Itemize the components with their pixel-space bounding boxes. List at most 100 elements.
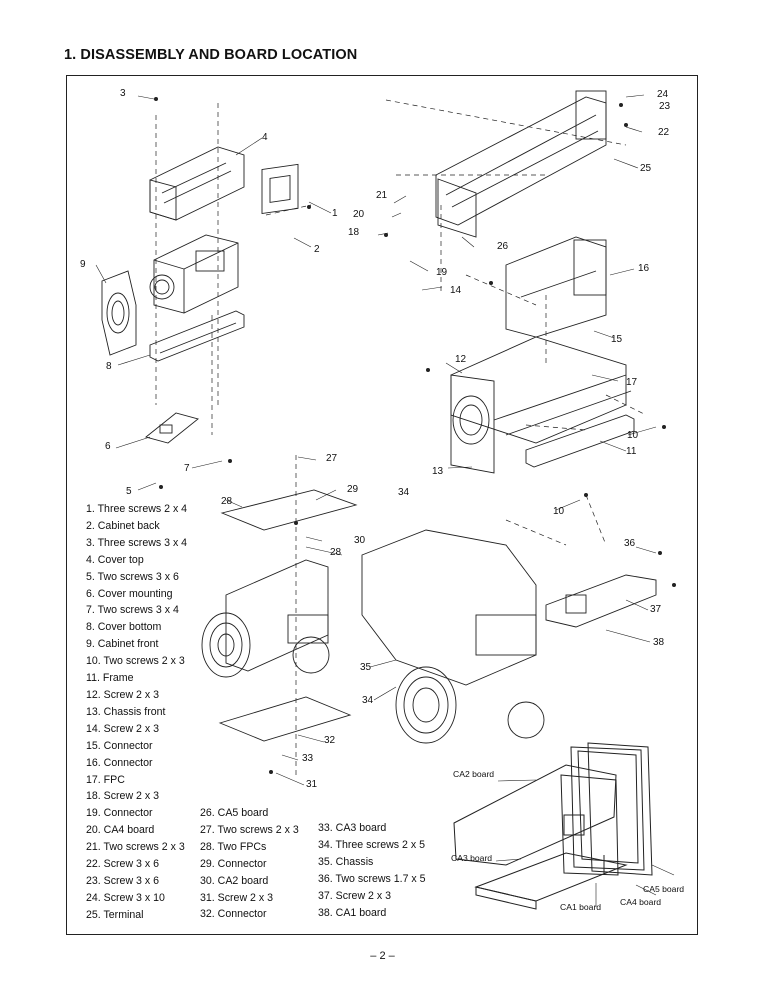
callout-36: 36 [624,538,636,549]
callout-13: 13 [432,466,444,477]
callout-7: 7 [184,463,190,474]
callout-22: 22 [658,127,670,138]
callout-34-top: 34 [398,487,410,498]
list-item: 17. FPC [86,773,125,786]
list-item: 9. Cabinet front [86,638,159,651]
callout-37: 37 [650,604,662,615]
callout-38: 38 [653,637,665,648]
list-item: 1. Three screws 2 x 4 [86,503,188,515]
list-item: 29. Connector [200,857,267,870]
list-item: 15. Connector [86,739,153,752]
list-item: 36. Two screws 1.7 x 5 [318,872,426,885]
callout-12: 12 [455,354,467,365]
list-item: 19. Connector [86,807,153,820]
list-item: 25. Terminal [86,908,144,921]
callout-26: 26 [497,241,509,252]
list-item: 37. Screw 2 x 3 [318,889,392,902]
callout-32: 32 [324,735,336,746]
callout-19: 19 [436,267,448,278]
callout-16: 16 [638,263,650,274]
parts-list-col1: 1. Three screws 2 x 4 2. Cabinet back 3.… [86,501,187,924]
callout-30: 30 [354,535,366,546]
callout-2: 2 [314,244,320,255]
list-item: 18. Screw 2 x 3 [86,790,160,803]
callout-9: 9 [80,259,86,270]
chassis-left-drawing [149,234,239,314]
callout-1: 1 [332,208,338,219]
list-item: 6. Cover mounting [86,587,173,600]
callout-3: 3 [120,88,126,99]
callout-35: 35 [360,662,372,673]
frame-drawing [525,414,635,468]
label-ca3-board: CA3 board [451,853,493,863]
list-item: 10. Two screws 2 x 3 [86,655,185,668]
callout-34-lower: 34 [362,695,374,706]
list-item: 33. CA3 board [318,822,387,834]
page-title: 1. DISASSEMBLY AND BOARD LOCATION [64,47,358,63]
callout-33: 33 [302,753,314,764]
callout-25: 25 [640,163,652,174]
list-item: 11. Frame [86,672,134,685]
board-location-inset [453,742,653,910]
cabinet-back-drawing [261,163,299,214]
ca1-board-top-drawing [545,574,657,628]
callout-29: 29 [347,484,359,495]
ca4-board-drawing [437,178,477,238]
callout-4: 4 [262,132,268,143]
list-item: 28. Two FPCs [200,840,267,853]
parts-list-col2: 26. CA5 board 27. Two screws 2 x 3 28. T… [200,805,299,923]
terminal-assembly-drawing [435,90,607,226]
callout-15: 15 [611,334,623,345]
label-ca4-board: CA4 board [620,897,662,907]
list-item: 21. Two screws 2 x 3 [86,841,185,854]
list-item: 31. Screw 2 x 3 [200,891,274,904]
callout-6: 6 [105,441,111,452]
label-ca1-board: CA1 board [560,902,602,912]
list-item: 20. CA4 board [86,824,155,837]
right-mid-module-drawing [505,236,607,338]
ca2-board-top-drawing [220,489,358,531]
list-item: 13. Chassis front [86,705,166,718]
lower-left-chassis-drawing [201,559,330,678]
list-item: 30. CA2 board [200,874,269,887]
list-item: 23. Screw 3 x 6 [86,874,160,887]
callout-27: 27 [326,453,338,464]
list-item: 22. Screw 3 x 6 [86,858,160,871]
ca3-board-top-drawing [218,696,352,742]
diagram-frame [66,75,698,935]
list-item: 7. Two screws 3 x 4 [86,604,179,617]
callout-28a: 28 [221,496,233,507]
list-item: 8. Cover bottom [86,621,162,634]
cover-bottom-drawing [149,310,245,362]
screw-markers [154,97,676,774]
list-item: 16. Connector [86,756,153,769]
callout-17: 17 [626,377,638,388]
exploded-view-diagram [95,90,676,910]
list-item: 35. Chassis [318,855,374,868]
callout-20: 20 [353,209,365,220]
callout-5: 5 [126,486,132,497]
callout-31: 31 [306,779,318,790]
list-item: 3. Three screws 3 x 4 [86,536,188,549]
callout-14: 14 [450,285,462,296]
list-item: 26. CA5 board [200,807,269,819]
list-item: 32. Connector [200,908,267,921]
list-item: 4. Cover top [86,553,144,566]
callout-18: 18 [348,227,360,238]
label-ca5-board: CA5 board [643,884,685,894]
list-item: 14. Screw 2 x 3 [86,722,160,735]
chassis-front-drawing [450,336,632,474]
lower-mid-chassis-drawing [361,529,545,744]
callout-10-upper: 10 [627,430,639,441]
callout-8: 8 [106,361,112,372]
cover-mounting-drawing [145,412,199,444]
callout-11: 11 [626,446,637,457]
label-ca2-board: CA2 board [453,769,495,779]
cabinet-front-drawing [101,270,137,356]
callout-10-lower: 10 [553,506,565,517]
list-item: 24. Screw 3 x 10 [86,891,165,904]
list-item: 5. Two screws 3 x 6 [86,570,179,583]
list-item: 38. CA1 board [318,906,387,919]
list-item: 12. Screw 2 x 3 [86,688,160,701]
callout-21: 21 [376,190,388,201]
